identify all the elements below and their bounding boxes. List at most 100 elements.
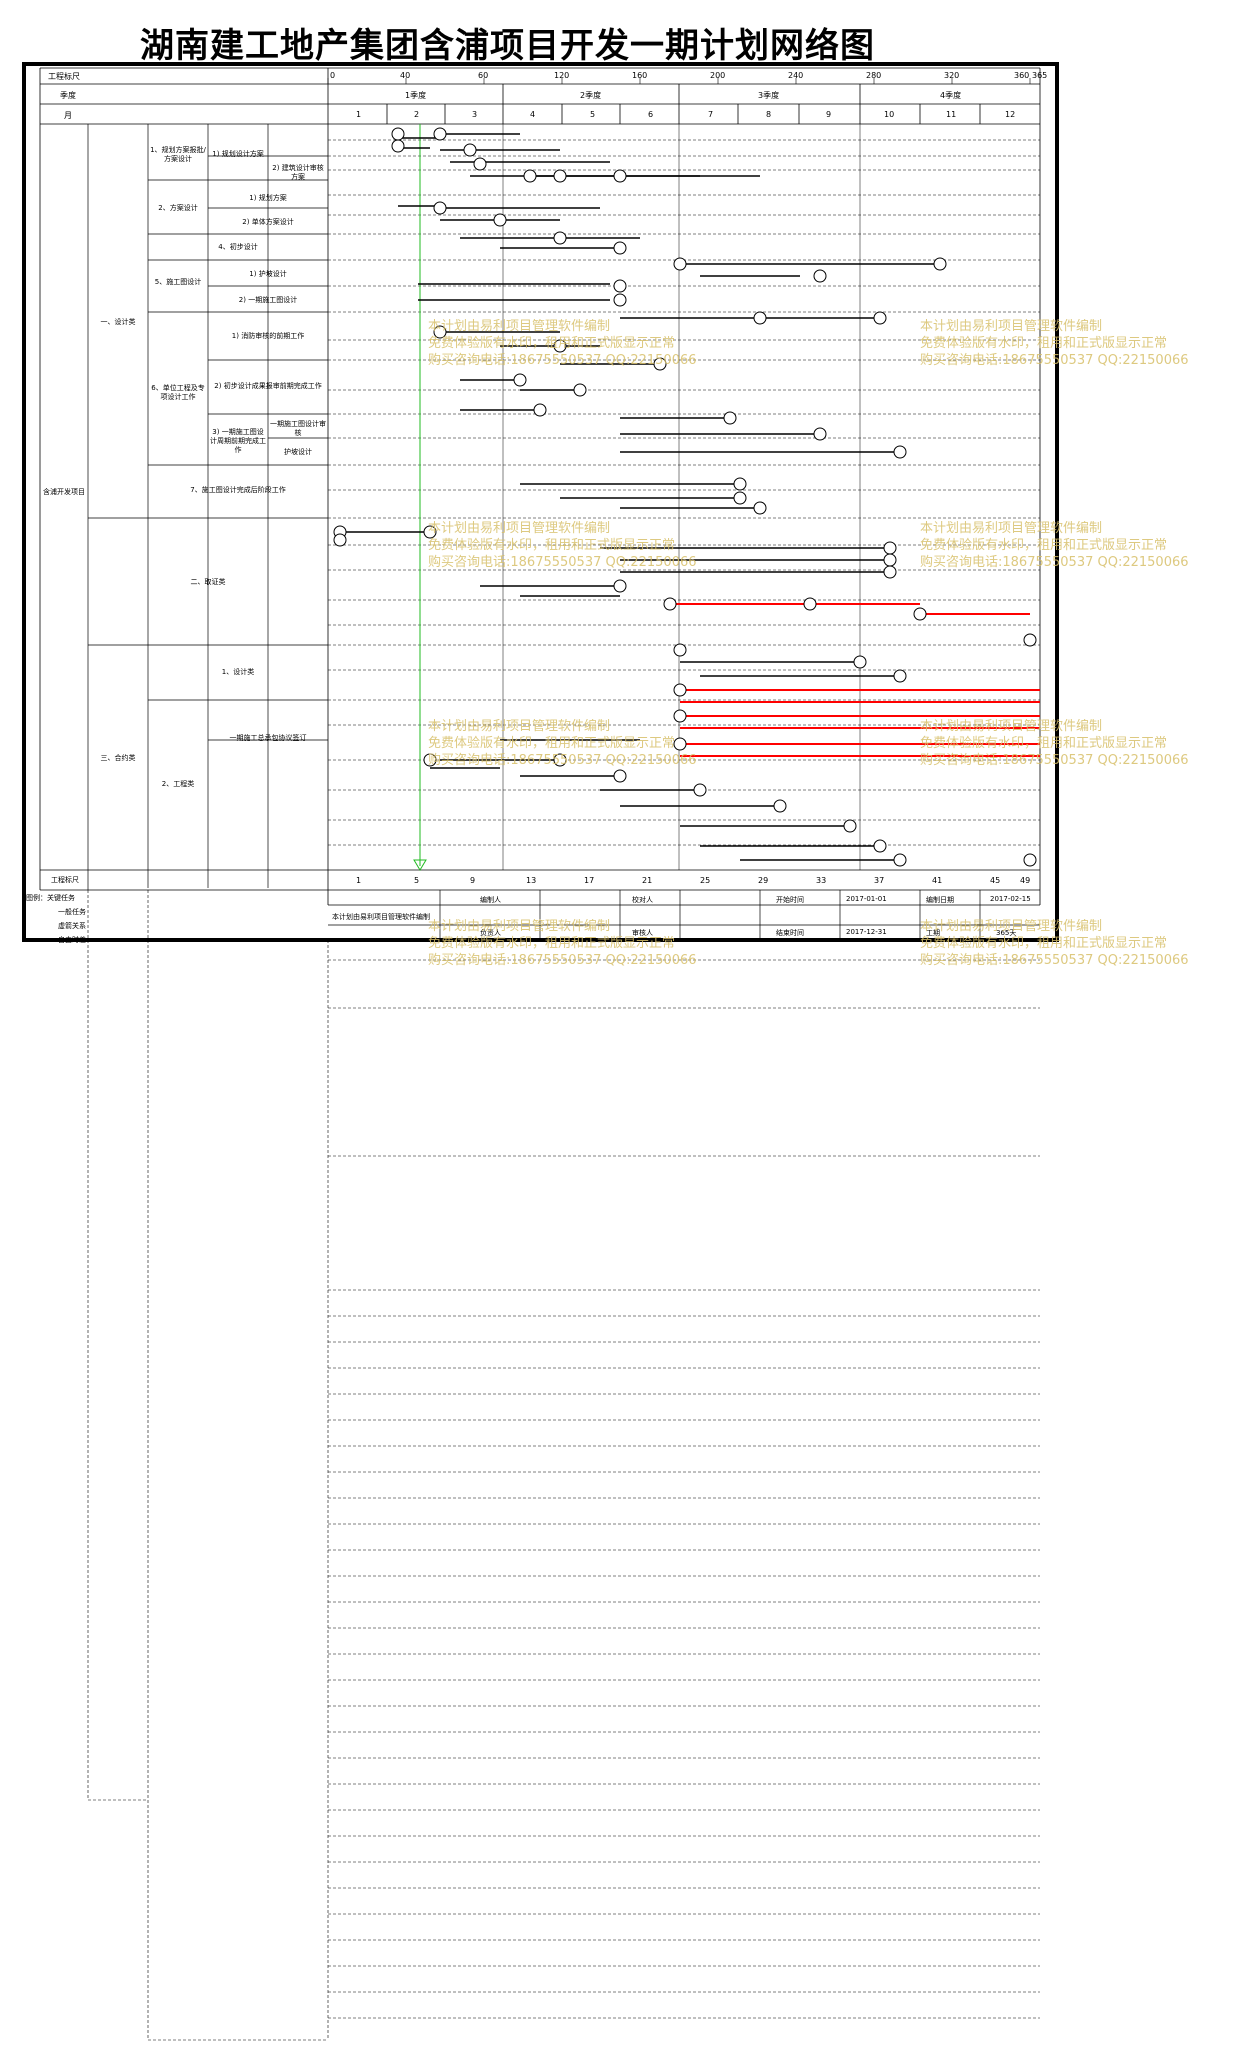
week: 37 (874, 876, 885, 885)
nodes (333, 127, 1037, 867)
tree-item: 5、施工图设计 (154, 278, 202, 286)
tick: 365 (1032, 71, 1048, 80)
week: 41 (932, 876, 943, 885)
tree-item: 1) 消防审核的前期工作 (231, 332, 305, 340)
footer-start-value: 2017-01-01 (846, 895, 887, 903)
group-permits: 二、取证类 (190, 578, 226, 586)
tree-item: 2、方案设计 (158, 204, 198, 212)
left-tree-grid (40, 124, 1040, 940)
lower-rows (328, 959, 1040, 2019)
tree-item: 2、工程类 (161, 780, 195, 788)
legend-dummy: 虚箭关系 (58, 922, 86, 930)
legend-float: 自由时差 (58, 936, 86, 944)
tree-item: 一期施工总承包协议签订 (229, 734, 307, 742)
tree-item: 2) 初步设计成果报审前期完成工作 (214, 382, 322, 390)
bottom-ruler-label: 工程标尺 (51, 876, 79, 884)
tick: 360 (1014, 71, 1030, 80)
tick: 0 (330, 71, 336, 80)
tree-item: 6、单位工程及专项设计工作 (151, 384, 205, 401)
footer-end-value: 2017-12-31 (846, 928, 887, 936)
tick: 40 (400, 71, 411, 80)
watermark: 本计划由易利项目管理软件编制免费体验版有水印，租用和正式版显示正常购买咨询电话:… (920, 319, 1189, 368)
tree-item: 一期施工图设计审核 (270, 420, 326, 437)
watermark: 本计划由易利项目管理软件编制免费体验版有水印，租用和正式版显示正常购买咨询电话:… (428, 719, 697, 768)
month: 11 (946, 110, 957, 119)
tree-item: 1、规划方案报批/方案设计 (150, 146, 206, 163)
month: 7 (708, 110, 714, 119)
month: 6 (648, 110, 654, 119)
footer-checker: 校对人 (632, 896, 653, 904)
tree-item: 1) 规划设计方案 (212, 150, 264, 158)
watermark: 本计划由易利项目管理软件编制免费体验版有水印，租用和正式版显示正常购买咨询电话:… (920, 919, 1189, 968)
legend-critical: 图例：关键任务 (26, 894, 75, 902)
footer-duration-value: 365天 (996, 929, 1017, 937)
footer-end-label: 结束时间 (776, 929, 804, 937)
watermark: 本计划由易利项目管理软件编制免费体验版有水印，租用和正式版显示正常购买咨询电话:… (428, 319, 697, 368)
activity-arrows (340, 133, 940, 861)
footer-editor: 编制人 (480, 896, 501, 904)
quarter-label: 季度 (60, 91, 76, 100)
legend-normal: 一般任务 (58, 908, 86, 916)
footer-date-label: 编制日期 (926, 896, 954, 904)
week: 21 (642, 876, 653, 885)
watermark: 本计划由易利项目管理软件编制免费体验版有水印，租用和正式版显示正常购买咨询电话:… (920, 719, 1189, 768)
page-title: 湖南建工地产集团含浦项目开发一期计划网络图 (140, 26, 875, 66)
tick: 60 (478, 71, 489, 80)
quarter: 1季度 (405, 91, 427, 100)
tree-item: 1) 护坡设计 (249, 270, 287, 278)
month: 5 (590, 110, 596, 119)
week: 1 (356, 876, 362, 885)
tree-item: 2) 一期施工图设计 (238, 296, 298, 304)
tree-item: 3) 一期施工图设计周期前期完成工作 (210, 428, 266, 454)
quarter: 3季度 (758, 91, 780, 100)
header-grid (39, 67, 1041, 905)
month: 2 (414, 110, 420, 119)
month: 12 (1005, 110, 1016, 119)
tree-item: 护坡设计 (284, 448, 312, 456)
tree-item: 1) 规划方案 (249, 194, 287, 202)
week: 45 (990, 876, 1001, 885)
month: 8 (766, 110, 772, 119)
tree-item: 2) 单体方案设计 (242, 218, 294, 226)
group-design: 一、设计类 (100, 318, 136, 326)
month: 10 (884, 110, 895, 119)
tick: 280 (866, 71, 882, 80)
footer-approver: 审核人 (632, 929, 653, 937)
tree-item: 7、施工图设计完成后阶段工作 (190, 486, 286, 494)
today-marker (413, 859, 427, 871)
week: 49 (1020, 876, 1031, 885)
week: 33 (816, 876, 827, 885)
footer-reviewer: 负责人 (480, 929, 501, 937)
ruler-label: 工程标尺 (48, 72, 80, 81)
week: 25 (700, 876, 711, 885)
quarter: 2季度 (580, 91, 602, 100)
month: 9 (826, 110, 832, 119)
lower-panel (87, 890, 329, 2041)
critical-arrows (670, 603, 1040, 757)
footer-software: 本计划由易利项目管理软件编制 (332, 913, 430, 921)
watermark: 本计划由易利项目管理软件编制免费体验版有水印，租用和正式版显示正常购买咨询电话:… (428, 919, 697, 968)
watermark: 本计划由易利项目管理软件编制免费体验版有水印，租用和正式版显示正常购买咨询电话:… (920, 521, 1189, 570)
tick: 120 (554, 71, 570, 80)
ruler-ticks (327, 78, 1031, 84)
group-contracts: 三、合约类 (100, 754, 136, 762)
tick: 240 (788, 71, 804, 80)
week: 29 (758, 876, 769, 885)
tree-item: 2) 建筑设计审核方案 (272, 164, 324, 181)
tick: 320 (944, 71, 960, 80)
week: 5 (414, 876, 420, 885)
tree-item: 1、设计类 (221, 668, 255, 676)
week: 13 (526, 876, 537, 885)
footer-duration-label: 工期 (926, 929, 940, 937)
tick: 160 (632, 71, 648, 80)
watermark: 本计划由易利项目管理软件编制免费体验版有水印，租用和正式版显示正常购买咨询电话:… (428, 521, 697, 570)
tree-item: 4、初步设计 (218, 243, 258, 251)
month: 4 (530, 110, 536, 119)
month: 3 (472, 110, 478, 119)
footer-start-label: 开始时间 (776, 896, 804, 904)
footer-date-value: 2017-02-15 (990, 895, 1031, 903)
tick: 200 (710, 71, 726, 80)
week: 17 (584, 876, 595, 885)
diagram-frame (22, 62, 1059, 942)
